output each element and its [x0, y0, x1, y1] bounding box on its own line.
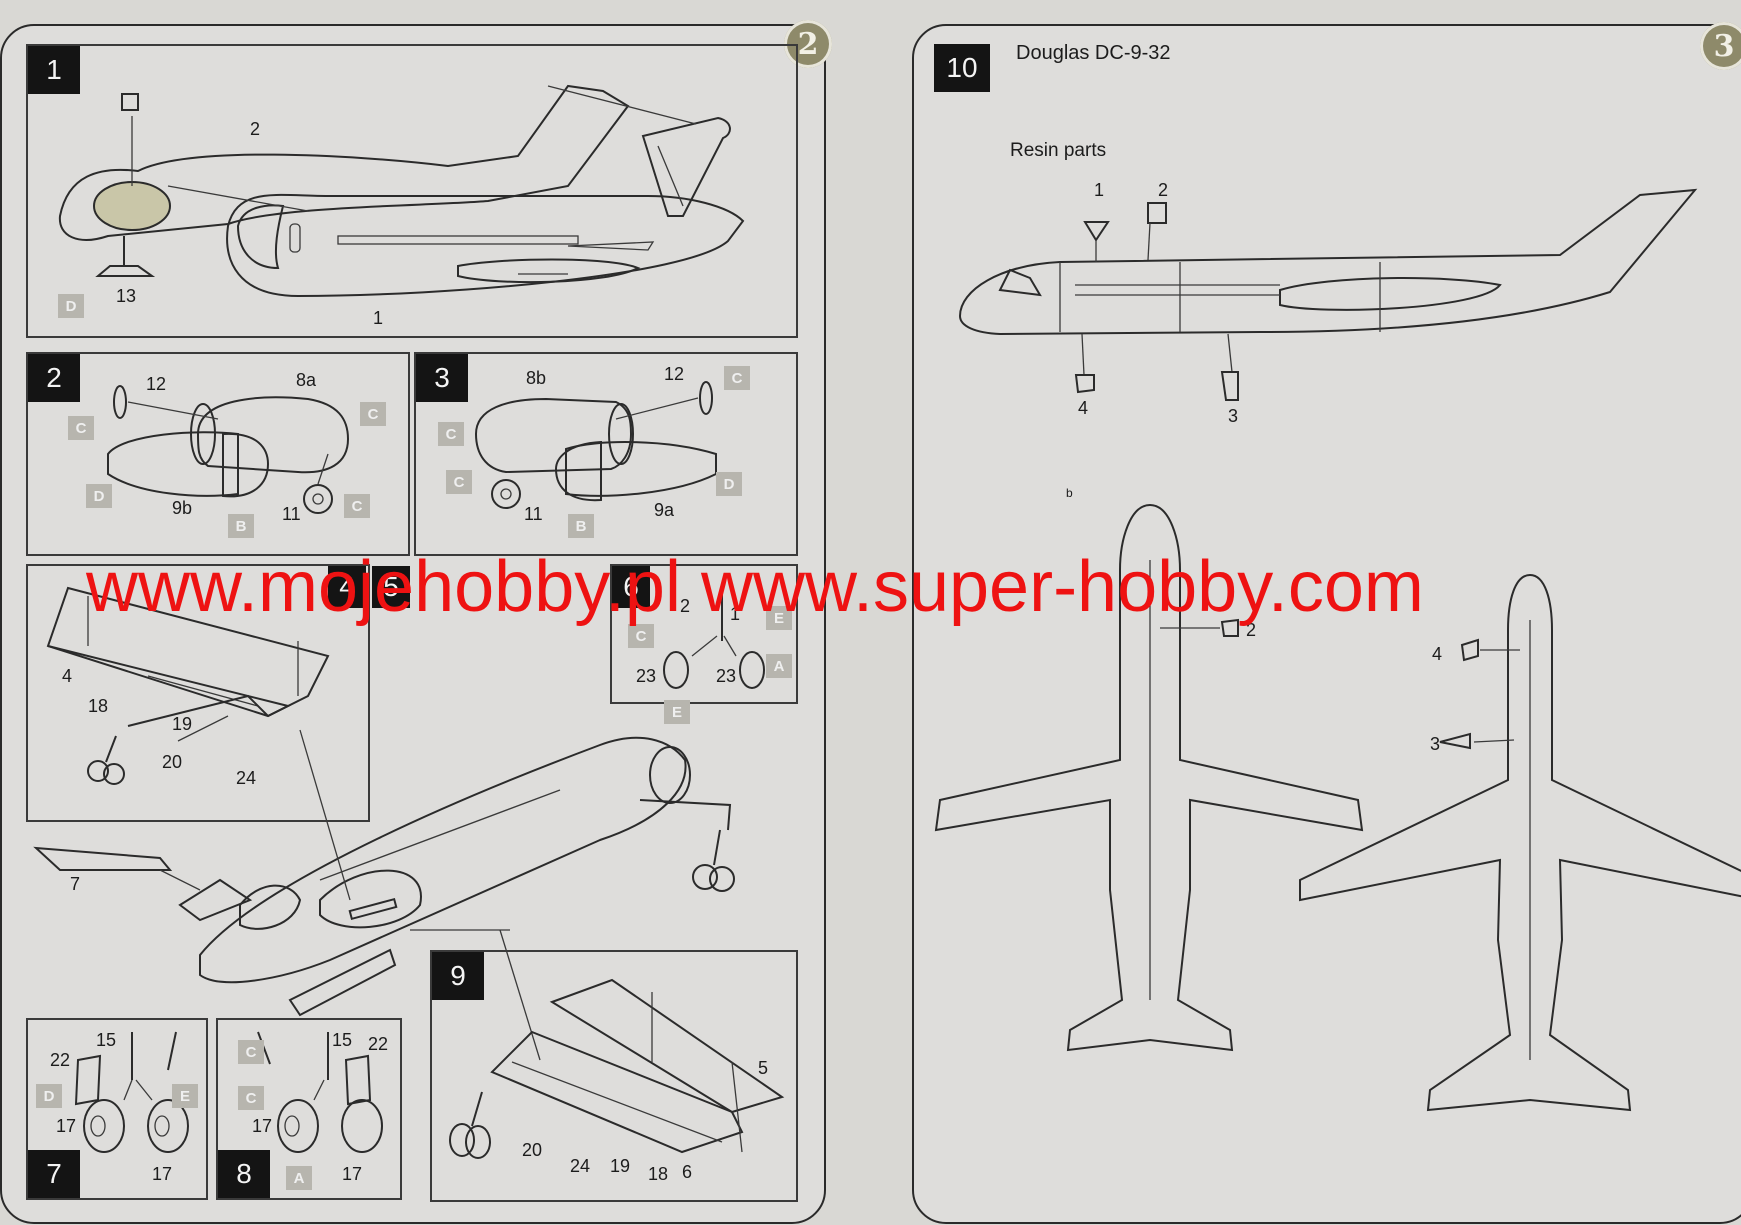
sprue-tag: C	[238, 1040, 264, 1064]
sprue-tag: C	[446, 470, 472, 494]
part-label: 8b	[526, 368, 547, 388]
step-number: 8	[218, 1150, 270, 1198]
step-10-header: 10	[932, 42, 992, 94]
sprue-tag: C	[628, 624, 654, 648]
resin-parts-heading: Resin parts	[1010, 140, 1107, 161]
part-label: 24	[570, 1156, 591, 1176]
part-label: 2	[1158, 180, 1169, 200]
part-label: 17	[56, 1116, 77, 1136]
part-label: 11	[282, 504, 301, 524]
step-7-panel: 7 15 22 17 17 D E	[26, 1018, 208, 1200]
part-label: 7	[70, 874, 81, 894]
step-4-drawing	[46, 586, 330, 785]
sprue-tag: C	[68, 416, 94, 440]
part-label: 24	[236, 768, 257, 788]
step-9-panel: 9 5 20 24 19 18 6	[430, 950, 798, 1202]
part-label: 23	[636, 666, 657, 686]
step-6-drawing	[663, 586, 765, 689]
page-number-badge: 3	[1700, 22, 1741, 70]
part-label: 3	[1228, 406, 1239, 426]
part-label: 12	[146, 374, 167, 394]
sprue-tag: A	[286, 1166, 312, 1190]
sprue-tag: C	[724, 366, 750, 390]
part-label: 20	[162, 752, 183, 772]
step-number: 5	[372, 566, 410, 608]
sprue-tag: A	[766, 654, 792, 678]
part-label: 17	[252, 1116, 273, 1136]
sprue-tag: D	[86, 484, 112, 508]
part-label: 19	[610, 1156, 631, 1176]
part-label: 9b	[172, 498, 193, 518]
part-label: 1	[1094, 180, 1105, 200]
part-label: 17	[342, 1164, 363, 1184]
aircraft-title: Douglas DC-9-32	[1016, 42, 1171, 64]
sprue-tag: E	[766, 606, 792, 630]
part-label: 1	[730, 604, 741, 624]
step-number: 7	[28, 1150, 80, 1198]
step-number: 6	[612, 566, 650, 608]
part-label: 22	[50, 1050, 71, 1070]
part-label: 4	[62, 666, 73, 686]
step-number: 3	[416, 354, 468, 402]
step-number: 1	[28, 46, 80, 94]
part-label: 2	[680, 596, 691, 616]
step-number: 4	[328, 566, 366, 608]
step-3-panel: 3 8b 12 11 9a C C C B D	[414, 352, 798, 556]
sprue-tag: E	[664, 700, 690, 724]
part-label: 13	[116, 286, 137, 306]
step-1-drawing	[58, 84, 745, 298]
part-label: 4	[1432, 644, 1443, 664]
step-number: 10	[934, 44, 990, 92]
step-5-panel: 5	[370, 564, 434, 614]
sprue-tag: B	[228, 514, 254, 538]
part-label: 1	[373, 308, 384, 328]
step-2-panel: 2 12 8a 9b 11 C C D B C	[26, 352, 410, 556]
sprue-tag: E	[172, 1084, 198, 1108]
part-label: 12	[664, 364, 685, 384]
part-label: 2	[1246, 620, 1257, 640]
part-label: 2	[250, 119, 261, 139]
step-6-panel: 6 2 1 23 23 C E A E	[610, 564, 798, 724]
step-8-drawing	[257, 1031, 383, 1153]
part-label: 15	[332, 1030, 353, 1050]
part-label: 4	[1078, 398, 1089, 418]
part-label: 9a	[654, 500, 675, 520]
watermark-text: www.mojehobby.pl www.super-hobby.com	[86, 547, 1424, 627]
part-label: 11	[524, 504, 543, 524]
part-label: 18	[648, 1164, 669, 1184]
part-label: 20	[522, 1140, 543, 1160]
sprue-tag: B	[568, 514, 594, 538]
step-2-drawing	[107, 385, 350, 514]
sprue-tag: C	[344, 494, 370, 518]
part-label: 18	[88, 696, 109, 716]
sprue-tag: D	[716, 472, 742, 496]
sprue-tag: D	[58, 294, 84, 318]
step-7-drawing	[74, 1031, 189, 1153]
part-label: 17	[152, 1164, 173, 1184]
part-label: 22	[368, 1034, 389, 1054]
main-assembly-drawing	[33, 729, 735, 1061]
part-label: 3	[1430, 734, 1441, 754]
part-label: 19	[172, 714, 193, 734]
step-9-drawing	[449, 978, 785, 1159]
step-number: 9	[432, 952, 484, 1000]
sprue-tag: D	[36, 1084, 62, 1108]
step-number: 2	[28, 354, 80, 402]
step-4-panel: 4 4 18 19 20 24	[26, 564, 370, 822]
part-label: 6	[682, 1162, 693, 1182]
sprue-tag: C	[438, 422, 464, 446]
step-1-panel: 1 2 13 1 D	[26, 44, 798, 338]
part-label: b	[1066, 486, 1073, 500]
part-label: 23	[716, 666, 737, 686]
step-8-panel: 8 15 22 17 17 C C A	[216, 1018, 402, 1200]
part-label: 8a	[296, 370, 317, 390]
sprue-tag: C	[238, 1086, 264, 1110]
part-label: 5	[758, 1058, 769, 1078]
part-label: 15	[96, 1030, 117, 1050]
sprue-tag: C	[360, 402, 386, 426]
